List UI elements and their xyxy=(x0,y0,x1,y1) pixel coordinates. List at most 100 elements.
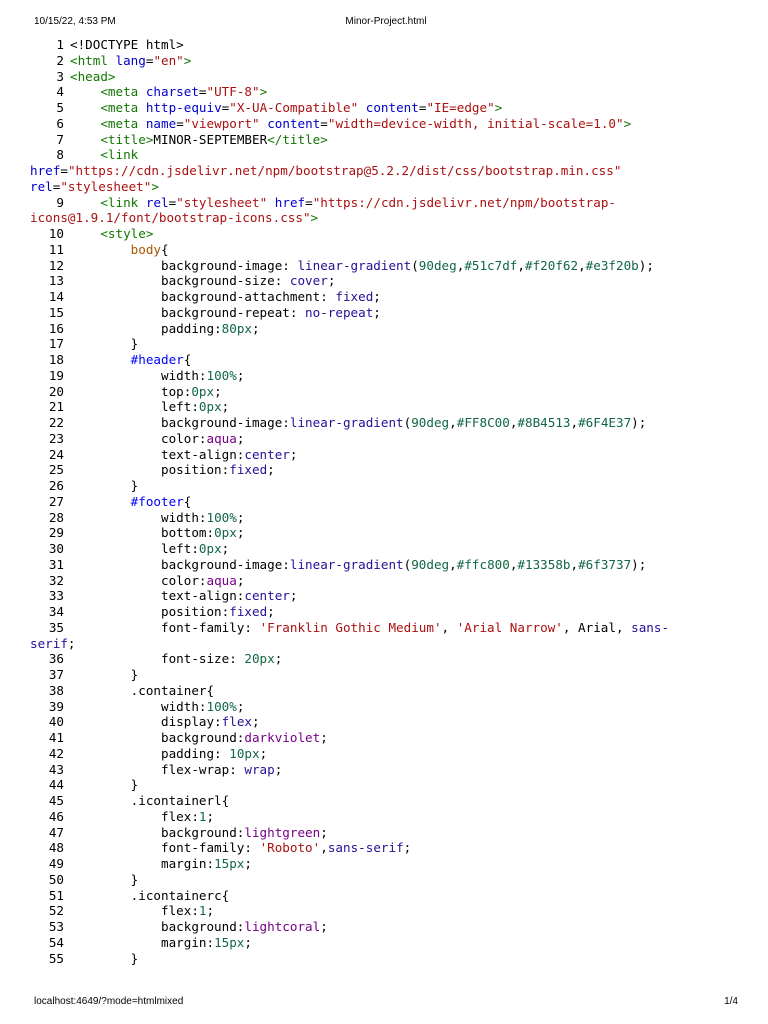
code-text: margin:15px; xyxy=(70,934,252,950)
line-number: 55 xyxy=(48,950,64,966)
code-text: width:100%; xyxy=(70,367,245,383)
line-number: 29 xyxy=(48,525,64,541)
line-number: 48 xyxy=(48,840,64,856)
code-line: 28 width:100%; xyxy=(30,510,730,526)
line-number: 14 xyxy=(48,289,64,304)
code-line: 7 <title>MINOR-SEPTEMBER</title> xyxy=(30,132,730,148)
code-text: } xyxy=(70,871,139,887)
code-line: 31 background-image:linear-gradient(90de… xyxy=(30,557,730,573)
code-text: <meta charset="UTF-8"> xyxy=(100,84,268,100)
code-text: font-family: 'Franklin Gothic Medium', '… xyxy=(70,619,670,635)
line-number: 47 xyxy=(48,824,64,840)
code-line: 37 } xyxy=(30,667,730,683)
line-number: 51 xyxy=(48,887,64,903)
code-text: color:aqua; xyxy=(70,572,245,588)
code-line: 17 } xyxy=(30,336,730,352)
code-text: .icontainerc{ xyxy=(130,887,230,903)
code-line-wrap: rel="stylesheet"> xyxy=(30,179,730,195)
code-line: 13 background-size: cover; xyxy=(30,273,730,289)
code-line: 26 } xyxy=(30,478,730,494)
code-line: 1 <!DOCTYPE html> xyxy=(30,37,730,53)
line-number: 34 xyxy=(48,604,64,619)
code-text: background-attachment: fixed; xyxy=(70,289,381,304)
line-number: 32 xyxy=(48,572,64,588)
code-text: padding: 10px; xyxy=(70,745,268,761)
code-line: 44 } xyxy=(30,777,730,793)
line-number: 54 xyxy=(48,934,64,950)
code-text: <link xyxy=(100,147,139,163)
code-text: <title>MINOR-SEPTEMBER</title> xyxy=(100,131,328,147)
code-text: background:lightcoral; xyxy=(70,919,328,934)
code-line: 3<head> xyxy=(30,69,730,85)
code-text: } xyxy=(70,950,139,966)
code-text: padding:80px; xyxy=(70,320,260,336)
code-line-wrap: serif; xyxy=(30,636,730,652)
line-number: 20 xyxy=(48,383,64,399)
line-number: 41 xyxy=(48,730,64,745)
line-number: 30 xyxy=(48,541,64,556)
code-line: 52 flex:1; xyxy=(30,903,730,919)
code-line: 30 left:0px; xyxy=(30,541,730,557)
code-line: 24 text-align:center; xyxy=(30,447,730,463)
code-text: <meta http-equiv="X-UA-Compatible" conte… xyxy=(100,100,503,115)
code-text: icons@1.9.1/font/bootstrap-icons.css"> xyxy=(30,210,319,226)
line-number: 3 xyxy=(56,68,64,84)
code-line: 50 } xyxy=(30,872,730,888)
line-number: 37 xyxy=(48,667,64,682)
code-line: 55 } xyxy=(30,951,730,967)
code-line: 16 padding:80px; xyxy=(30,321,730,337)
print-header: 10/15/22, 4:53 PM Minor-Project.html xyxy=(34,16,738,30)
code-text: font-size: 20px; xyxy=(70,651,283,667)
line-number: 28 xyxy=(48,509,64,525)
code-text: .icontainerl{ xyxy=(130,793,230,808)
line-number: 16 xyxy=(48,320,64,336)
document-title: Minor-Project.html xyxy=(345,16,427,27)
line-number: 18 xyxy=(48,352,64,367)
line-number: 46 xyxy=(48,808,64,824)
code-text: <html lang="en"> xyxy=(70,52,192,68)
code-text: background:lightgreen; xyxy=(70,824,328,840)
line-number: 25 xyxy=(48,462,64,478)
line-number: 15 xyxy=(48,304,64,320)
code-text: background-image:linear-gradient(90deg,#… xyxy=(70,556,647,572)
code-text: text-align:center; xyxy=(70,588,298,604)
code-text: <link rel="stylesheet" href="https://cdn… xyxy=(100,194,617,210)
code-text: margin:15px; xyxy=(70,856,252,871)
line-number: 26 xyxy=(48,478,64,493)
code-line: 43 flex-wrap: wrap; xyxy=(30,762,730,778)
code-text: color:aqua; xyxy=(70,430,245,446)
code-text: display:flex; xyxy=(70,714,260,730)
line-number: 1 xyxy=(56,37,64,52)
line-number: 12 xyxy=(48,257,64,273)
code-text: top:0px; xyxy=(70,383,222,399)
code-line: 34 position:fixed; xyxy=(30,604,730,620)
code-text: position:fixed; xyxy=(70,462,275,478)
code-line: 15 background-repeat: no-repeat; xyxy=(30,305,730,321)
code-line: 35 font-family: 'Franklin Gothic Medium'… xyxy=(30,620,730,636)
line-number: 6 xyxy=(56,115,64,131)
code-text: <!DOCTYPE html> xyxy=(70,37,184,52)
code-line: 29 bottom:0px; xyxy=(30,525,730,541)
code-line: 47 background:lightgreen; xyxy=(30,825,730,841)
code-text: href="https://cdn.jsdelivr.net/npm/boots… xyxy=(30,163,622,178)
line-number: 7 xyxy=(56,131,64,147)
line-number: 49 xyxy=(48,856,64,871)
code-line: 42 padding: 10px; xyxy=(30,746,730,762)
code-text: left:0px; xyxy=(70,541,230,556)
code-line: 33 text-align:center; xyxy=(30,588,730,604)
code-text: left:0px; xyxy=(70,399,230,415)
line-number: 44 xyxy=(48,777,64,793)
code-text: #footer{ xyxy=(130,493,192,509)
line-number: 10 xyxy=(48,226,64,241)
line-number: 2 xyxy=(56,52,64,68)
code-line: 27 #footer{ xyxy=(30,494,730,510)
code-text: text-align:center; xyxy=(70,446,298,462)
code-text: background-size: cover; xyxy=(70,273,336,289)
line-number: 40 xyxy=(48,714,64,730)
code-text: position:fixed; xyxy=(70,604,275,619)
line-number: 43 xyxy=(48,761,64,777)
code-line: 11 body{ xyxy=(30,242,730,258)
line-number: 11 xyxy=(48,241,64,257)
code-text: serif; xyxy=(30,635,76,651)
code-line: 4 <meta charset="UTF-8"> xyxy=(30,84,730,100)
